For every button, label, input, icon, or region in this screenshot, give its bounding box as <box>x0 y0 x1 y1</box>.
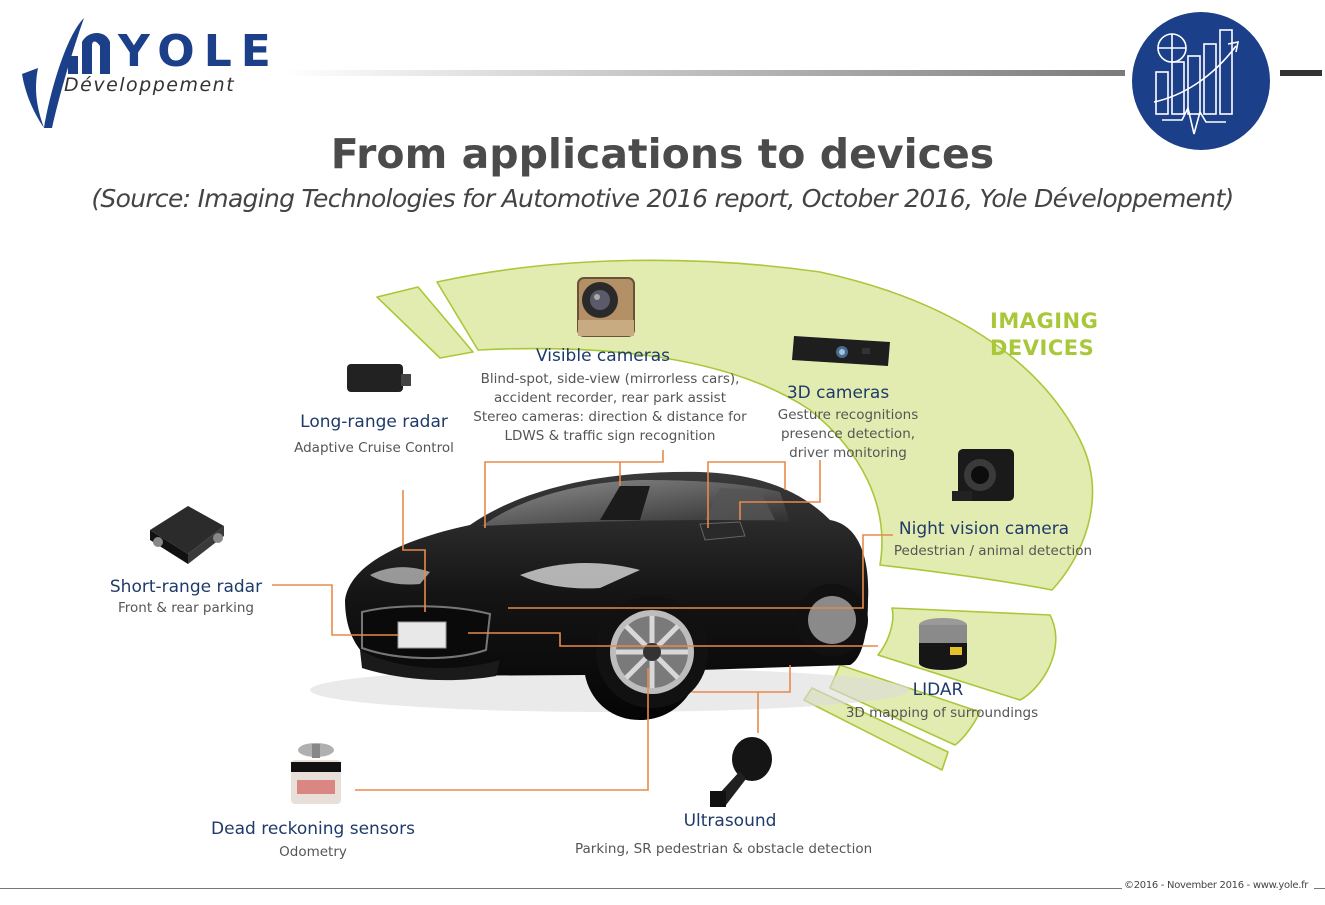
page-title: From applications to devices <box>330 130 995 178</box>
connector-visible-cameras <box>484 450 664 528</box>
ultrasound-desc: Parking, SR pedestrian & obstacle detect… <box>575 841 873 857</box>
connector-short-range-radar <box>272 584 398 636</box>
visible-cameras-desc-line: accident recorder, rear park assist <box>493 390 727 407</box>
lidar-desc: 3D mapping of surroundings <box>845 705 1039 721</box>
night-vision-camera-label: Night vision camera <box>898 519 1070 539</box>
night-vision-camera-desc: Pedestrian / animal detection <box>893 543 1093 559</box>
visible-camera-icon <box>577 277 635 337</box>
lidar-icon <box>919 618 967 670</box>
header-rule <box>285 70 1125 76</box>
connector-dead-reckoning <box>355 668 649 791</box>
connector-ultrasound <box>692 665 791 693</box>
lidar-label: LIDAR <box>912 680 964 700</box>
3d-cameras-desc-line: presence detection, <box>780 426 916 443</box>
ultrasound-sensor-icon <box>710 737 772 807</box>
visible-cameras-label: Visible cameras <box>536 346 670 366</box>
footer-rule-end <box>1314 888 1325 889</box>
night-vision-camera-icon <box>952 449 1014 501</box>
chart-emblem-icon <box>1153 29 1240 135</box>
3d-cameras-label: 3D cameras <box>786 383 890 403</box>
imaging-label-line1: IMAGING <box>990 309 1099 333</box>
long-range-radar-icon <box>347 364 411 392</box>
header-rule-stub <box>1280 70 1322 76</box>
visible-cameras-desc: Blind-spot, side-view (mirrorless cars),… <box>470 370 750 447</box>
connector-3d-cameras <box>739 460 821 520</box>
report-emblem <box>1132 12 1270 150</box>
imaging-label-line2: DEVICES <box>990 336 1095 361</box>
yole-logo-swoosh <box>22 18 110 128</box>
footer-copyright: ©2016 - November 2016 - www.yole.fr <box>1124 880 1309 891</box>
band-narrow-left <box>376 286 474 359</box>
short-range-radar-label: Short-range radar <box>109 577 263 597</box>
dead-reckoning-sensor-icon <box>291 743 341 804</box>
3d-cameras-desc-line: Gesture recognitions <box>777 407 919 423</box>
dead-reckoning-label: Dead reckoning sensors <box>211 819 415 839</box>
3d-camera-icon <box>792 336 890 366</box>
3d-cameras-desc: Gesture recognitions presence detection,… <box>763 406 933 463</box>
short-range-radar-desc: Front & rear parking <box>117 600 254 616</box>
long-range-radar-label: Long-range radar <box>300 412 448 432</box>
imaging-devices-label: IMAGING DEVICES <box>990 308 1098 363</box>
logo-subtitle: Développement <box>64 74 236 96</box>
connector-visible-right <box>707 461 786 528</box>
visible-cameras-desc-line: LDWS & traffic sign recognition <box>504 428 716 445</box>
short-range-radar-icon <box>150 506 224 564</box>
3d-cameras-desc-line: driver monitoring <box>789 445 907 462</box>
long-range-radar-desc: Adaptive Cruise Control <box>294 440 454 456</box>
logo-wordmark: YOLE <box>118 26 280 77</box>
page-subtitle: (Source: Imaging Technologies for Automo… <box>91 184 1234 213</box>
visible-cameras-desc-line: Blind-spot, side-view (mirrorless cars), <box>480 371 740 387</box>
dead-reckoning-desc: Odometry <box>279 844 347 860</box>
footer-rule <box>0 888 1122 889</box>
connector-night-vision <box>508 534 893 609</box>
ultrasound-label: Ultrasound <box>683 811 777 831</box>
connector-long-range-radar <box>402 490 426 612</box>
band-main <box>436 259 1094 591</box>
connector-lidar <box>468 632 878 647</box>
visible-cameras-desc-line: Stereo cameras: direction & distance for <box>473 409 747 426</box>
